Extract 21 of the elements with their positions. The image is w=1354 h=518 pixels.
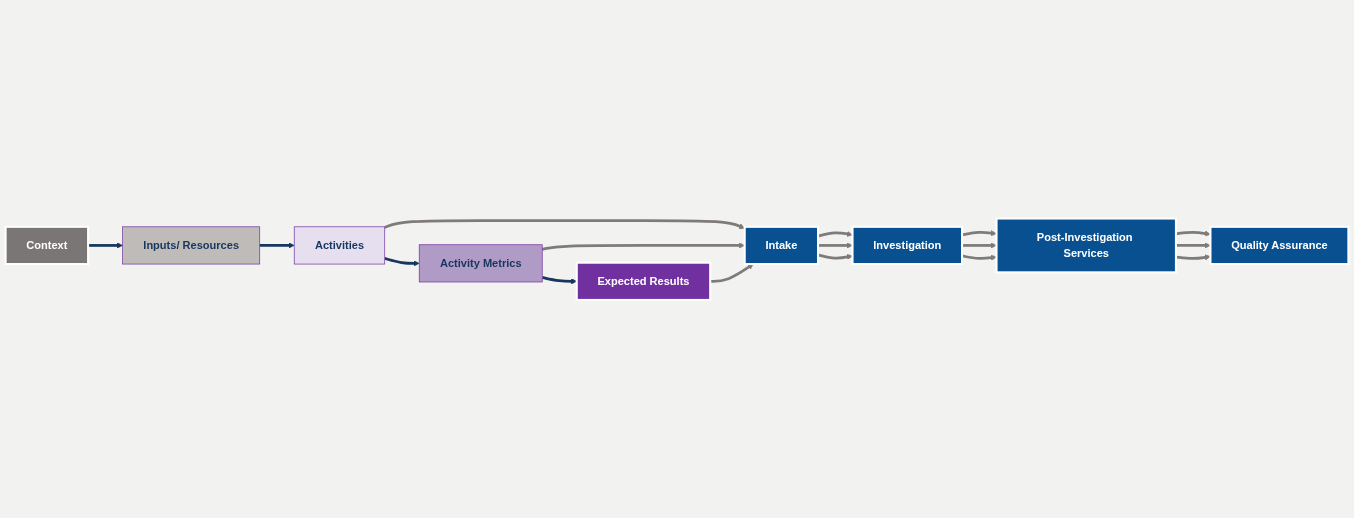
arrow (541, 275, 577, 285)
arrow (541, 242, 745, 251)
arrow (1175, 230, 1211, 237)
node-box: Quality Assurance (1209, 225, 1350, 265)
node-box: Context (4, 225, 90, 265)
arrow (1175, 242, 1211, 249)
node-box: Post-Investigation Services (995, 217, 1177, 274)
arrow (962, 242, 997, 249)
node-box: Investigation (851, 225, 964, 265)
node-box: Intake (743, 225, 820, 265)
node-box: Inputs/ Resources (122, 226, 261, 265)
arrow (1175, 254, 1211, 261)
arrow (384, 256, 420, 267)
arrow (818, 242, 853, 249)
node-box: Expected Results (575, 261, 712, 301)
node-box: Activity Metrics (418, 244, 543, 283)
node-box: Activities (293, 226, 386, 265)
arrow (88, 242, 123, 249)
arrow (259, 242, 295, 249)
arrow (710, 263, 754, 283)
arrow (384, 219, 745, 229)
